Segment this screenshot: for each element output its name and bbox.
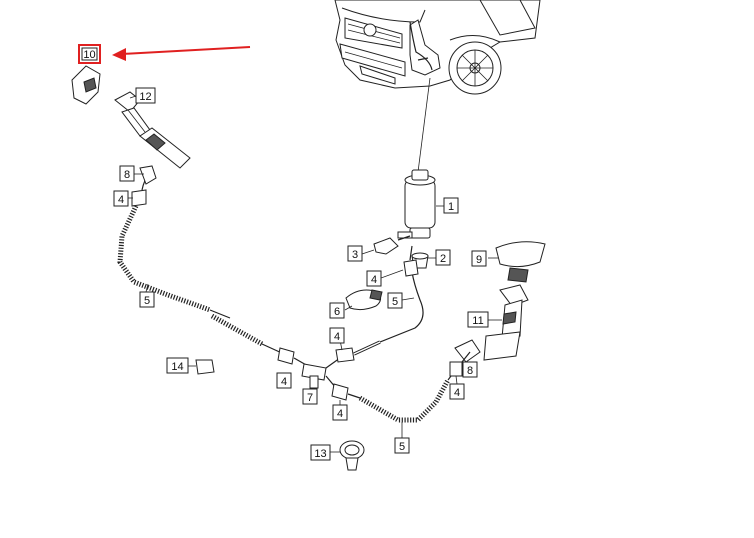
vehicle-to-pump-leader [417, 77, 431, 173]
pump-hose-connector [373, 237, 399, 255]
callout-3: 3 [347, 245, 363, 262]
svg-text:4: 4 [337, 408, 343, 420]
left-cover-cap [71, 65, 101, 105]
callout-11: 11 [467, 311, 489, 328]
arrow-left-icon [112, 48, 126, 61]
right-telescopic-nozzle [454, 284, 529, 363]
svg-text:4: 4 [454, 387, 460, 399]
callout-14: 14 [166, 357, 189, 374]
svg-text:8: 8 [467, 365, 473, 377]
svg-text:4: 4 [118, 194, 124, 206]
callout-9: 9 [471, 250, 487, 267]
callout-5-pump: 5 [387, 292, 403, 309]
callout-4-left-upper: 4 [113, 190, 129, 207]
callout-4-left-lower: 4 [276, 372, 292, 389]
svg-text:7: 7 [307, 392, 313, 404]
svg-text:1: 1 [448, 201, 454, 213]
svg-text:5: 5 [144, 295, 150, 307]
svg-text:4: 4 [334, 331, 340, 343]
svg-text:4: 4 [281, 376, 287, 388]
left-hose-run [117, 165, 309, 367]
callout-1: 1 [443, 197, 459, 214]
washer-pump [397, 169, 436, 239]
callout-10-highlighted: 10 [78, 44, 101, 64]
highlight-arrow [112, 46, 251, 61]
callout-2: 2 [435, 249, 451, 266]
callout-5-bottom: 5 [394, 437, 410, 454]
callout-4-right: 4 [449, 383, 465, 400]
callout-7: 7 [302, 388, 318, 405]
svg-text:5: 5 [392, 296, 398, 308]
right-cover-cap [495, 241, 546, 283]
svg-text:13: 13 [314, 448, 326, 460]
callout-6: 6 [329, 302, 345, 319]
svg-text:11: 11 [472, 315, 483, 327]
vehicle-front-illustration [334, 0, 541, 95]
svg-text:5: 5 [399, 441, 405, 453]
right-hose-run [325, 361, 463, 423]
svg-text:10: 10 [83, 49, 95, 61]
callout-5-left: 5 [139, 291, 155, 308]
callout-8-left: 8 [119, 165, 135, 182]
svg-text:12: 12 [139, 91, 151, 103]
hose-clamp [339, 440, 365, 471]
hose-clip [195, 359, 215, 375]
callout-13: 13 [310, 444, 331, 461]
cable-tie [345, 289, 383, 311]
callout-4-pump: 4 [366, 270, 382, 287]
svg-text:14: 14 [171, 361, 183, 373]
callout-4-right-lower: 4 [332, 404, 348, 421]
t-piece-connector [301, 363, 327, 389]
callout-12: 12 [135, 87, 156, 104]
callout-8-right: 8 [462, 361, 478, 378]
svg-text:4: 4 [371, 274, 377, 286]
svg-text:6: 6 [334, 306, 340, 318]
svg-text:2: 2 [440, 253, 446, 265]
svg-text:9: 9 [476, 254, 482, 266]
svg-text:8: 8 [124, 169, 130, 181]
svg-text:3: 3 [352, 249, 358, 261]
pump-feed-hose [325, 245, 424, 369]
callout-4-mid: 4 [329, 327, 345, 344]
